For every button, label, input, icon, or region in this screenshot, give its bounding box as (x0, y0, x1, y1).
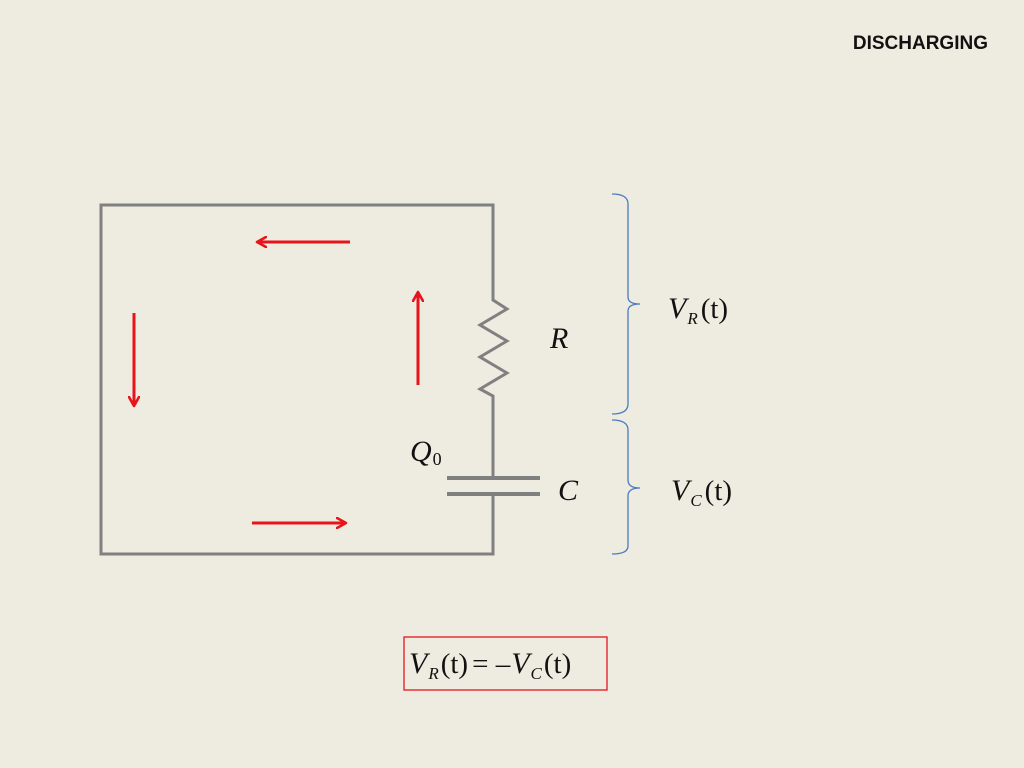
equation-lhs-symbol: V (409, 647, 431, 680)
equation: VR(t)= –VC(t) (409, 647, 571, 683)
equation-rhs-subscript: C (531, 664, 543, 683)
equation-box (403, 636, 608, 691)
brace-capacitor-voltage (611, 419, 641, 555)
equation-relation: = – (472, 648, 511, 680)
equation-rhs-argument: (t) (544, 648, 571, 680)
equation-rhs-symbol: V (511, 647, 533, 680)
resistor-label: R (549, 322, 568, 355)
charge-label: Q0 (410, 435, 442, 469)
resistor-symbol (476, 285, 510, 402)
capacitor-label: C (558, 474, 579, 507)
capacitor-voltage-argument: (t) (705, 475, 732, 507)
resistor-voltage-argument: (t) (701, 293, 728, 325)
resistor-voltage-symbol: V (668, 292, 690, 325)
charge-label-subscript: 0 (433, 449, 442, 469)
resistor-voltage-subscript: R (686, 309, 698, 328)
capacitor-voltage-subscript: C (690, 491, 702, 510)
capacitor-voltage-label: VC(t) (671, 474, 732, 510)
charge-label-symbol: Q (410, 435, 432, 468)
circuit-wires (99, 203, 495, 556)
current-arrows (134, 242, 418, 523)
slide-title: DISCHARGING (852, 33, 988, 54)
capacitor-voltage-symbol: V (671, 474, 693, 507)
equation-lhs-argument: (t) (441, 648, 468, 680)
brace-resistor-voltage (611, 193, 641, 415)
equation-lhs-subscript: R (427, 664, 439, 683)
capacitor-symbol (447, 476, 540, 496)
resistor-voltage-label: VR(t) (668, 292, 728, 328)
